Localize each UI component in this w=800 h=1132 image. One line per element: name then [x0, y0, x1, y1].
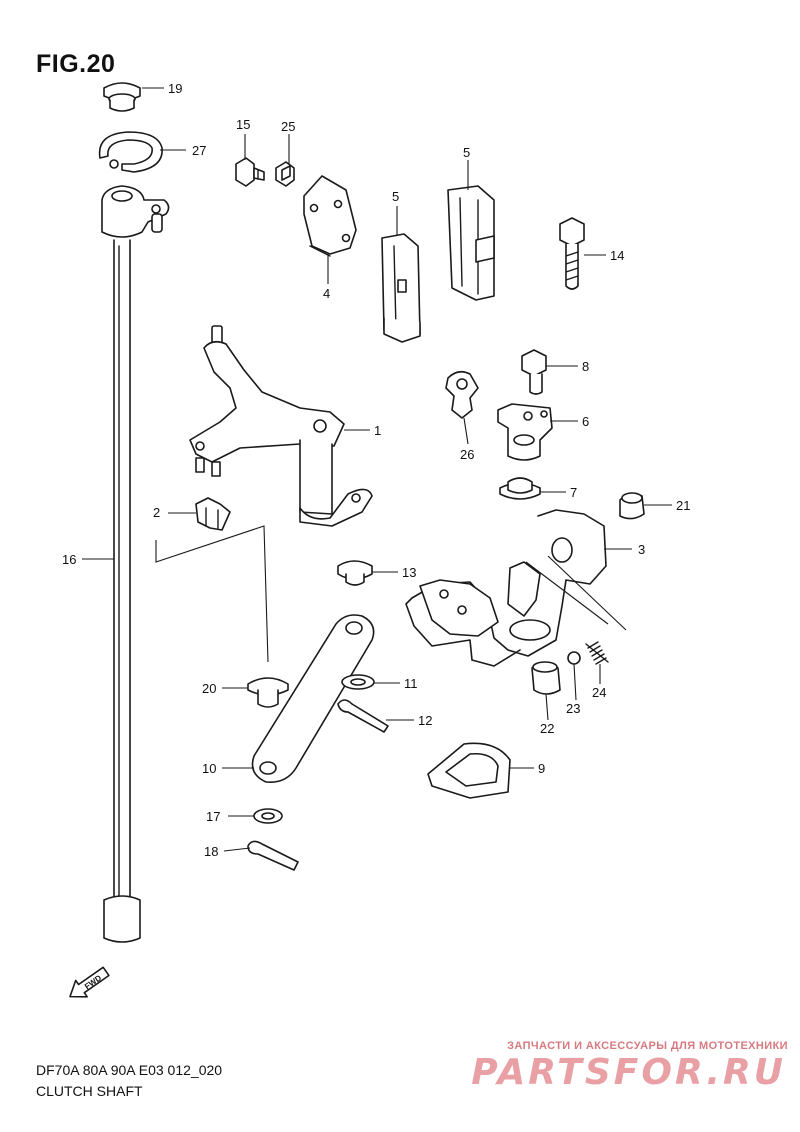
callout-1: 1 — [374, 423, 381, 438]
part-27-circlip — [98, 131, 163, 173]
figure-title: FIG.20 — [36, 50, 116, 78]
callout-27: 27 — [192, 143, 206, 158]
part-11-washer — [341, 674, 375, 690]
callout-4: 4 — [323, 286, 330, 301]
model-line: DF70A 80A 90A E03 012_020 — [36, 1062, 223, 1078]
callout-20: 20 — [202, 681, 216, 696]
part-8-bolt — [521, 349, 547, 395]
watermark-brand: PARTSFOR.RU — [471, 1052, 786, 1093]
callout-23: 23 — [566, 701, 580, 716]
part-26-clamp — [445, 370, 479, 419]
part-24-spring — [585, 641, 609, 665]
part-15-bolt — [235, 157, 265, 187]
part-2-clip — [195, 497, 231, 531]
callout-16: 16 — [62, 552, 76, 567]
part-3-housing — [405, 509, 607, 667]
leader-lines — [82, 87, 672, 852]
callout-5-right: 5 — [463, 145, 470, 160]
part-25-fitting — [275, 161, 295, 187]
part-4-plate — [303, 175, 357, 257]
part-12-cotter-pin — [337, 699, 389, 733]
part-1-shift-lever — [189, 325, 373, 527]
callout-17: 17 — [206, 809, 220, 824]
callout-8: 8 — [582, 359, 589, 374]
part-18-cotter-pin — [247, 840, 299, 871]
callout-18: 18 — [204, 844, 218, 859]
part-13-bushing — [337, 560, 373, 586]
part-10-link — [251, 614, 375, 784]
part-5-guide-right — [447, 185, 495, 301]
part-21-plug — [619, 492, 645, 520]
callout-19: 19 — [168, 81, 182, 96]
callout-2: 2 — [153, 505, 160, 520]
callout-24: 24 — [592, 685, 606, 700]
part-20-bushing — [247, 677, 289, 708]
callout-6: 6 — [582, 414, 589, 429]
callout-14: 14 — [610, 248, 624, 263]
callout-3: 3 — [638, 542, 645, 557]
figure-caption: CLUTCH SHAFT — [36, 1083, 143, 1099]
part-9-seal — [427, 742, 511, 799]
callout-5-left: 5 — [392, 189, 399, 204]
part-5-guide-left — [381, 233, 421, 343]
part-19-plug — [103, 82, 141, 112]
part-17-washer — [253, 808, 283, 824]
callout-10: 10 — [202, 761, 216, 776]
callout-13: 13 — [402, 565, 416, 580]
callout-labels: 19 27 15 25 4 5 5 14 8 1 6 26 7 21 2 3 1… — [62, 81, 690, 859]
part-16-clutch-rod — [101, 185, 170, 943]
part-23-ball — [567, 651, 581, 665]
part-14-bolt — [559, 217, 585, 290]
part-7-bushing — [499, 477, 541, 500]
callout-26: 26 — [460, 447, 474, 462]
callout-11: 11 — [404, 676, 418, 691]
fwd-arrow-icon: FWD — [69, 966, 110, 998]
assembly-lines — [155, 525, 627, 663]
callout-15: 15 — [236, 117, 250, 132]
part-6-bracket — [497, 403, 553, 461]
callout-25: 25 — [281, 119, 295, 134]
watermark-tagline: ЗАПЧАСТИ И АКСЕССУАРЫ ДЛЯ МОТОТЕХНИКИ — [507, 1040, 788, 1052]
callout-12: 12 — [418, 713, 432, 728]
callout-21: 21 — [676, 498, 690, 513]
callout-7: 7 — [570, 485, 577, 500]
callout-22: 22 — [540, 721, 554, 736]
part-22-sleeve — [531, 661, 561, 695]
callout-9: 9 — [538, 761, 545, 776]
